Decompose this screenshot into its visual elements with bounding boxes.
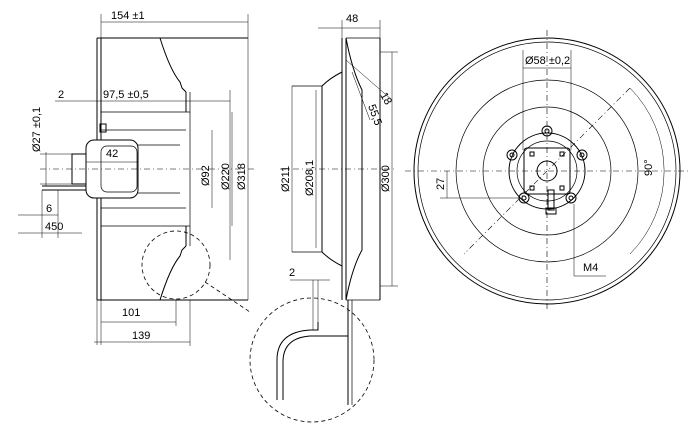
dim-cable-len: 450 [45, 221, 63, 233]
dim-inlet-48: 48 [346, 13, 358, 25]
bolt-top [541, 125, 553, 137]
dim-dia-300: Ø300 [380, 165, 392, 192]
bolt-bottom-right [565, 192, 577, 204]
dim-detail-gap: 2 [289, 267, 295, 279]
dim-bolt-circle: Ø58 ±0,2 [525, 55, 570, 67]
detail-view: 2 [249, 267, 375, 423]
dim-dia-220: Ø220 [220, 163, 232, 190]
dim-cable-stub: 6 [46, 203, 52, 215]
dim-offset-27: 27 [435, 178, 447, 190]
side-view: 154 ±1 2 97,5 ±0,5 Ø27 ±0,1 42 6 450 Ø92… [18, 10, 255, 346]
dim-inlet-18: 18 [377, 91, 394, 108]
bolt-right [576, 149, 588, 161]
inlet-ring-view: 48 18 55,5 Ø211 Ø208,1 Ø300 [280, 13, 398, 301]
dim-dia-208-1: Ø208,1 [304, 160, 316, 196]
dim-width-total: 154 ±1 [111, 10, 145, 22]
dim-shaft-dia: Ø27 ±0,1 [31, 107, 43, 152]
dim-lead-offset: 2 [58, 89, 64, 101]
dim-depth-101: 101 [122, 307, 140, 319]
dim-hub-offset: 97,5 ±0,5 [103, 89, 149, 101]
dim-motor-len: 42 [106, 148, 118, 160]
dim-dia-318: Ø318 [236, 163, 248, 190]
dim-thread-m4: M4 [583, 262, 598, 274]
dim-angle-90: 90° [643, 159, 655, 176]
dim-dia-92: Ø92 [200, 165, 212, 186]
front-view: Ø58 ±0,2 27 90° M4 [405, 30, 690, 310]
bolt-left [506, 149, 518, 161]
dim-dia-211: Ø211 [280, 166, 292, 192]
dim-depth-139: 139 [132, 330, 150, 342]
